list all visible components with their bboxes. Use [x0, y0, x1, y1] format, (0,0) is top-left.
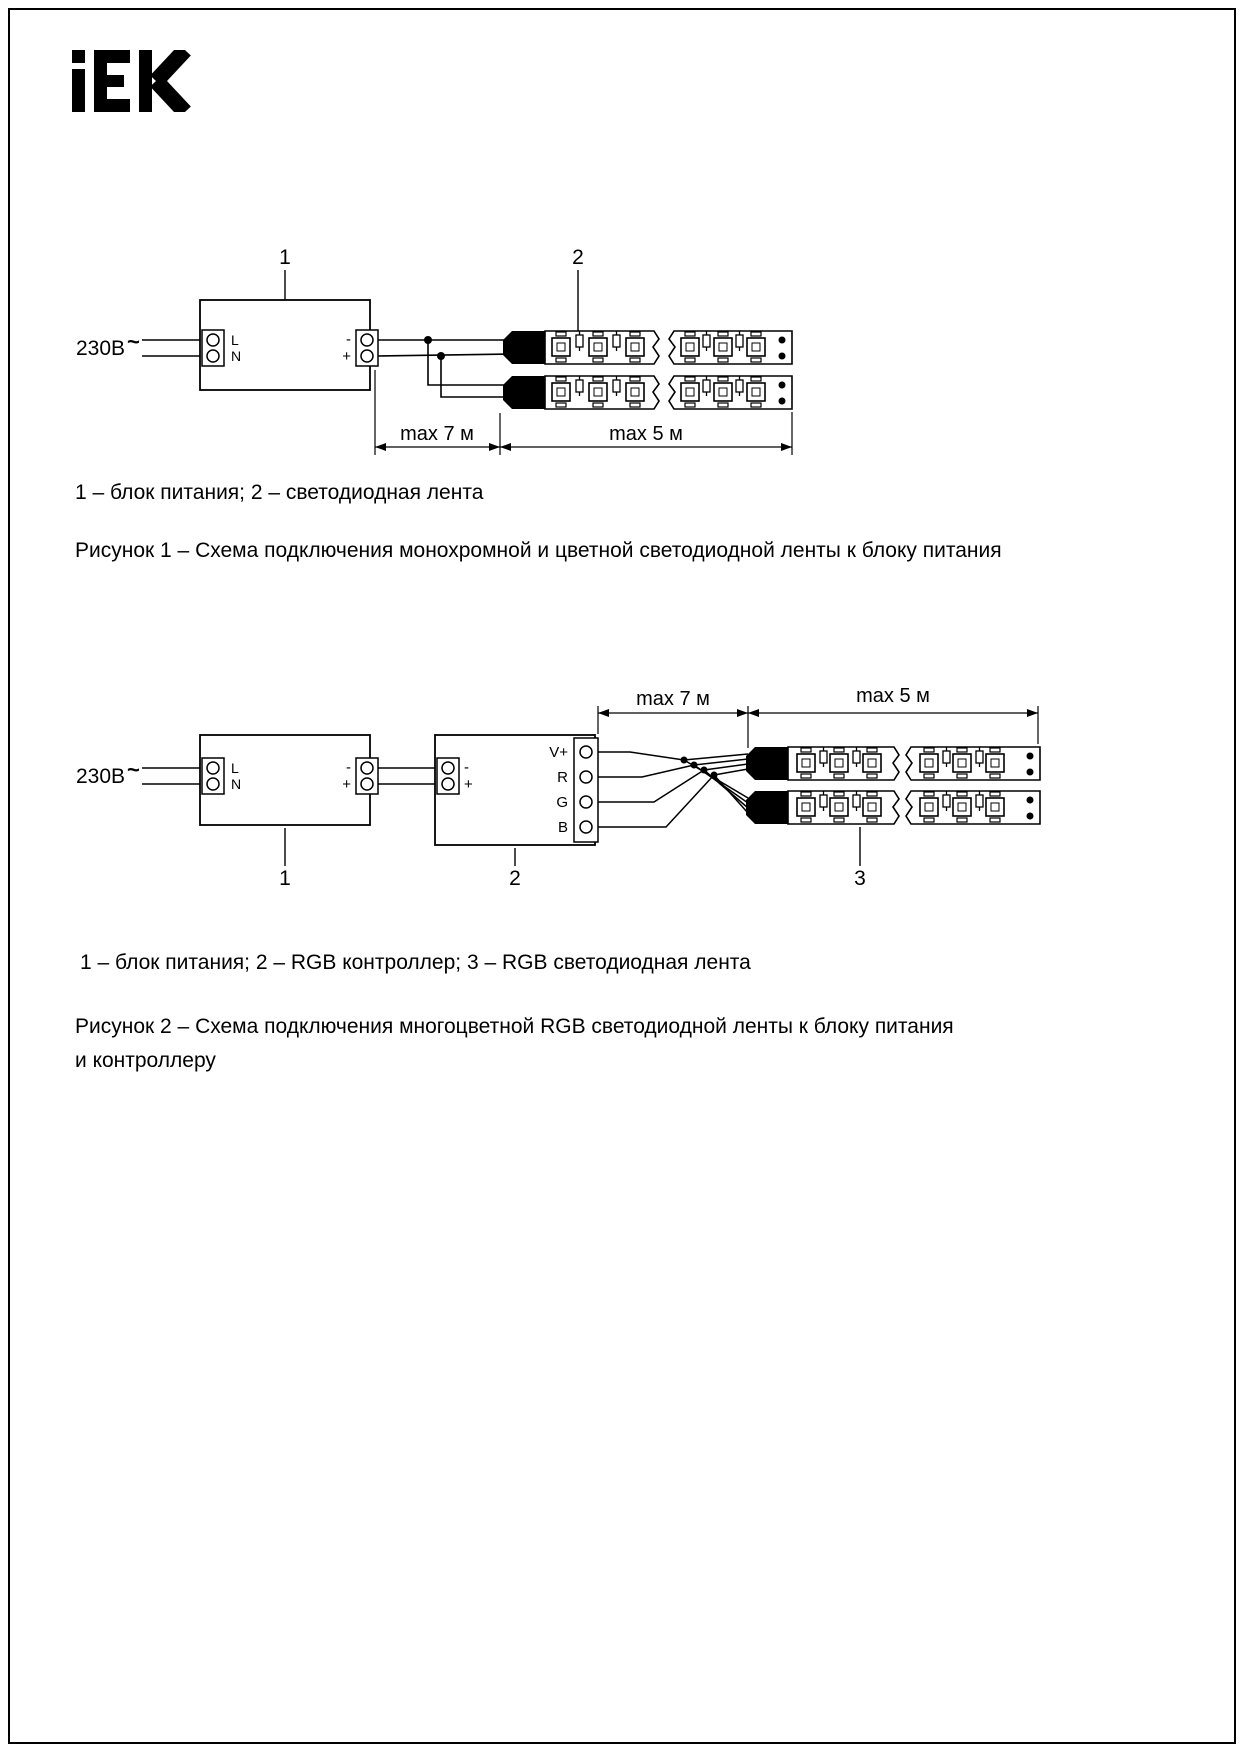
- iek-logo: IEK: [72, 44, 196, 118]
- fig1-led-strip-upper: [503, 331, 792, 364]
- fig2-terminal-N-label: N: [231, 776, 241, 792]
- figure2-caption: Рисунок 2 – Схема подключения многоцветн…: [75, 1015, 954, 1072]
- fig2-dimension-lines: [597, 706, 1039, 748]
- fig2-controller-in-plus-label: +: [464, 776, 473, 793]
- fig2-terminal-b-label: B: [558, 819, 568, 836]
- fig1-dimension-arrows: [375, 443, 792, 451]
- figure1-diagram: 1 2 230В ~ L N - +: [76, 246, 1244, 455]
- fig2-dimension-wire-label: max 7 м: [636, 688, 710, 710]
- fig1-pointer-label-strip: 2: [572, 246, 584, 269]
- fig2-terminal-vplus-label: V+: [549, 744, 568, 761]
- fig1-dimension-lines: [374, 370, 793, 455]
- fig2-terminal-g-label: G: [556, 794, 568, 811]
- fig2-rgb-wiring: [598, 751, 749, 828]
- figure1-legend: 1 – блок питания; 2 – светодиодная лента: [75, 481, 484, 504]
- fig1-output-wiring: [377, 339, 513, 398]
- figure2-diagram: max 7 м max 5 м 230В ~ L N - +: [76, 685, 1244, 890]
- fig2-mains-voltage-label: 230В: [76, 765, 125, 788]
- fig2-terminal-r-label: R: [557, 769, 568, 786]
- fig1-dimension-wire-label: max 7 м: [400, 423, 474, 445]
- fig2-psu-plus-label: +: [342, 776, 351, 793]
- fig2-terminal-L-label: L: [231, 760, 239, 776]
- fig2-junction-dots: [680, 756, 718, 779]
- iek-logo-graphic: [72, 44, 191, 118]
- fig2-controller-in-minus-label: -: [464, 759, 469, 776]
- fig2-mains-ac-symbol: ~: [127, 757, 140, 782]
- fig2-dimension-strip-label: max 5 м: [856, 685, 930, 707]
- fig2-psu-minus-label: -: [346, 759, 351, 776]
- fig1-junction-dot-1: [424, 336, 432, 344]
- fig2-led-strip-upper: [746, 747, 1040, 780]
- fig1-mains-ac-symbol: ~: [127, 329, 140, 354]
- fig1-terminal-L-label: L: [231, 332, 239, 348]
- fig1-led-strip-lower: [503, 376, 792, 409]
- fig2-controller-box: - + V+ R G B: [434, 734, 599, 846]
- figure1-caption: Рисунок 1 – Схема подключения монохромно…: [75, 539, 1002, 562]
- fig1-junction-dot-2: [437, 352, 445, 360]
- fig1-pointer-label-psu: 1: [279, 246, 291, 269]
- fig2-pointer-label-strip: 3: [854, 867, 866, 890]
- fig1-terminal-N-label: N: [231, 348, 241, 364]
- fig1-terminal-minus-label: -: [346, 331, 351, 348]
- fig2-led-strip-lower: [746, 791, 1040, 824]
- figure2-legend: 1 – блок питания; 2 – RGB контроллер; 3 …: [80, 951, 751, 974]
- fig1-terminal-plus-label: +: [342, 348, 351, 365]
- fig2-dimension-arrows: [598, 709, 1038, 717]
- fig2-psu-box: L N - +: [199, 734, 379, 826]
- fig1-psu-box: L N - +: [199, 299, 379, 391]
- fig2-pointer-label-controller: 2: [509, 867, 521, 890]
- fig1-mains-voltage-label: 230В: [76, 337, 125, 360]
- fig2-pointer-label-psu: 1: [279, 867, 291, 890]
- fig1-dimension-strip-label: max 5 м: [609, 423, 683, 445]
